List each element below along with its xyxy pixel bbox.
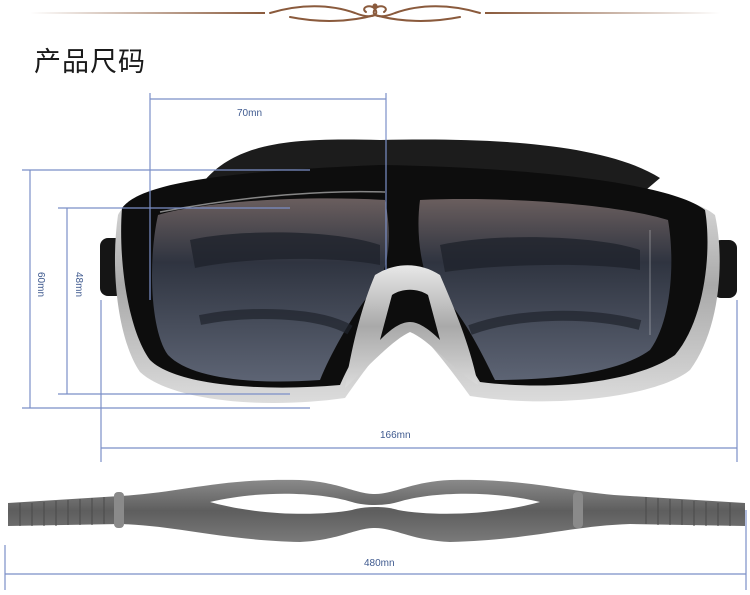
goggle-strap-image (8, 479, 745, 542)
outer-height-label: 60mn (35, 272, 46, 298)
lens-width-label: 70mn (237, 108, 263, 119)
page-title: 产品尺码 (34, 47, 146, 78)
inner-height-label: 48mn (73, 272, 84, 298)
dimension-lines (4, 93, 747, 590)
strap-length-label: 480mn (364, 558, 395, 569)
frame-width-label: 166mn (380, 430, 411, 441)
swim-goggles-image (100, 139, 737, 403)
decorative-divider-icon (30, 3, 720, 22)
